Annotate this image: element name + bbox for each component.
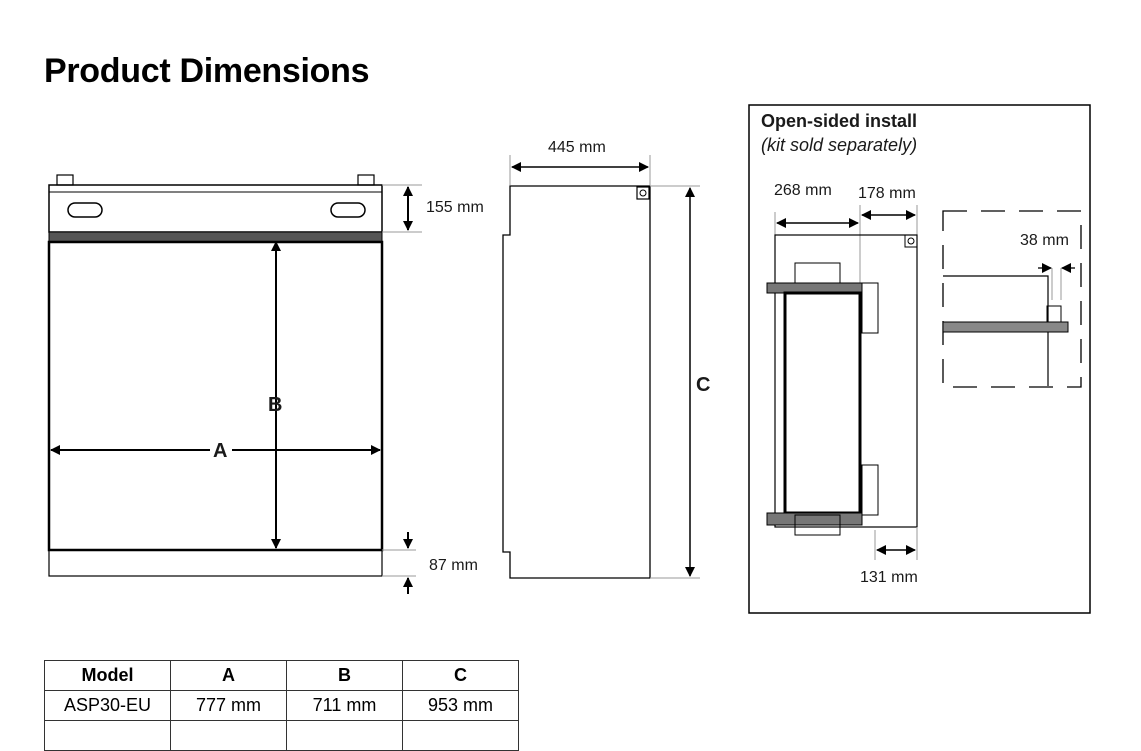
cell-a xyxy=(170,720,287,751)
dimension-label-b: B xyxy=(268,394,282,416)
bottom-height-dimension: 87 mm xyxy=(429,557,478,574)
dimension-label-c: C xyxy=(696,374,710,396)
dimensions-table: Model A B C ASP30-EU 777 mm 711 mm 953 m… xyxy=(44,660,519,751)
depth-dimension: 445 mm xyxy=(548,139,606,156)
inset-dimension-178: 178 mm xyxy=(858,185,916,202)
cell-b: 711 mm xyxy=(286,690,403,721)
inset-dimension-268: 268 mm xyxy=(774,182,832,199)
header-a: A xyxy=(170,660,287,691)
header-model: Model xyxy=(44,660,171,691)
open-sided-drawing xyxy=(766,205,1082,560)
header-b: B xyxy=(286,660,403,691)
cell-a: 777 mm xyxy=(170,690,287,721)
table-row xyxy=(44,720,519,751)
open-sided-install-panel xyxy=(748,104,1091,614)
inset-subtitle: (kit sold separately) xyxy=(761,135,917,155)
inset-title: Open-sided install xyxy=(761,111,917,131)
page-title: Product Dimensions xyxy=(44,52,370,90)
cell-model: ASP30-EU xyxy=(44,690,171,721)
table-row: ASP30-EU 777 mm 711 mm 953 mm xyxy=(44,690,519,721)
inset-dimension-131: 131 mm xyxy=(860,569,918,586)
cell-b xyxy=(286,720,403,751)
cell-model xyxy=(44,720,171,751)
dimension-label-a: A xyxy=(213,440,227,462)
dimension-diagram: B A 155 mm 87 mm 445 mm C Open-sided ins… xyxy=(47,104,1091,614)
cell-c xyxy=(402,720,519,751)
side-view xyxy=(502,155,700,579)
front-view xyxy=(47,174,422,594)
cell-c: 953 mm xyxy=(402,690,519,721)
top-height-dimension: 155 mm xyxy=(426,199,484,216)
header-c: C xyxy=(402,660,519,691)
inset-dimension-38: 38 mm xyxy=(1020,232,1069,249)
table-header-row: Model A B C xyxy=(44,660,519,691)
